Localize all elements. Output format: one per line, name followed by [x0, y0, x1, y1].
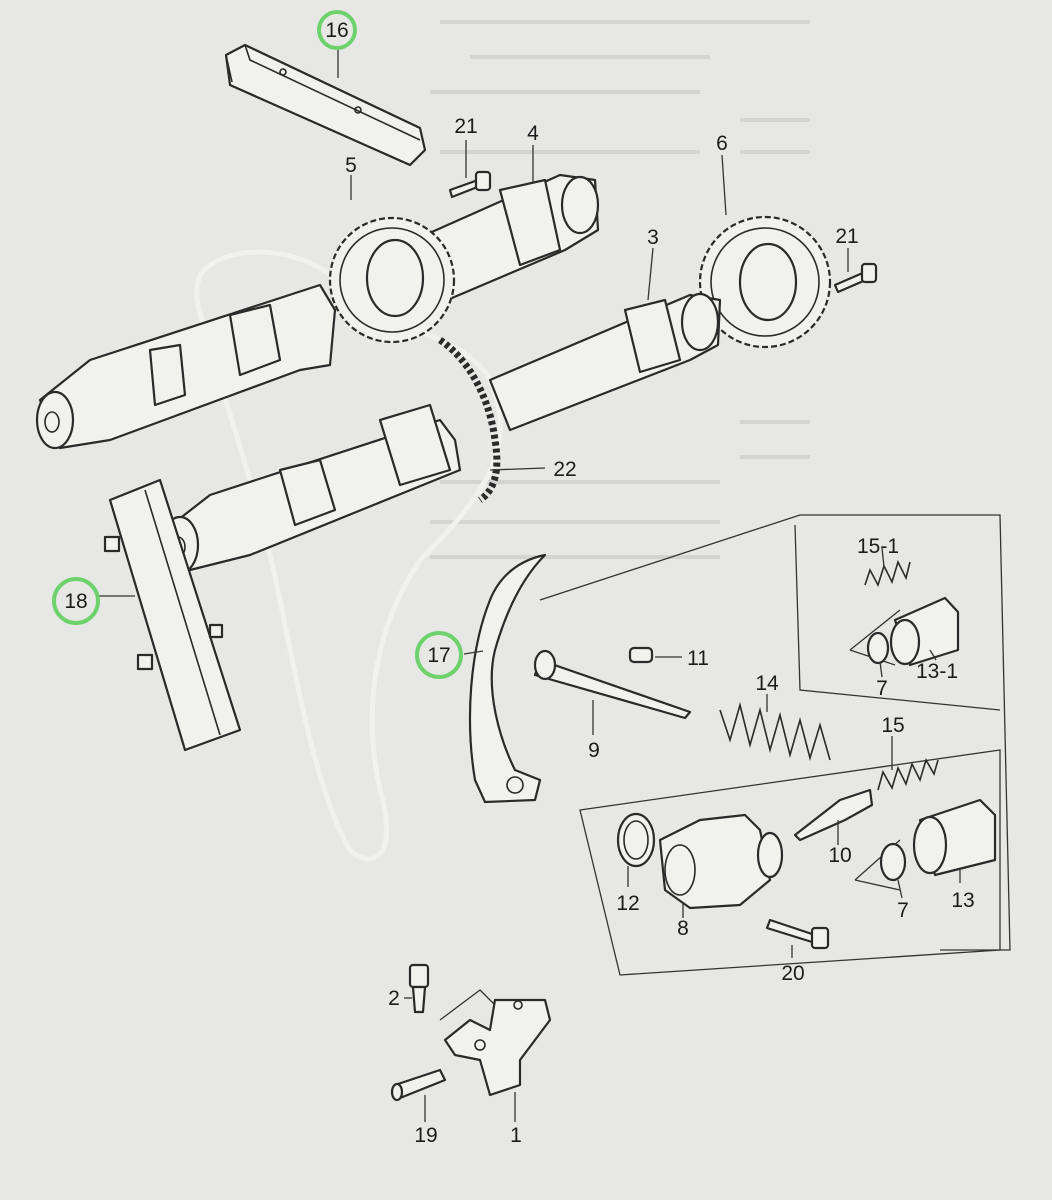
callout-4: 4	[527, 122, 539, 145]
bleed-through-text	[430, 20, 810, 559]
callout-17: 17	[427, 644, 450, 667]
washer-7-upper	[866, 631, 890, 665]
callout-15-1: 15-1	[857, 535, 899, 558]
gasket-12	[616, 812, 656, 868]
bracket-1	[443, 998, 552, 1097]
tensioner-arm	[468, 553, 547, 804]
highlight-circle-16	[317, 10, 357, 50]
callout-1: 1	[510, 1124, 522, 1147]
callout-20: 20	[781, 962, 804, 985]
callout-12: 12	[616, 892, 639, 915]
callout-labels: 16 18 17 21 21 4 5 6 3 22 15-1 11 7 13-1…	[64, 19, 974, 1147]
bolt-20	[765, 918, 830, 950]
callout-18: 18	[64, 590, 87, 613]
sprocket-6	[698, 215, 832, 349]
sleeve-13	[912, 798, 997, 877]
callout-15: 15	[881, 714, 904, 737]
bolts-21	[448, 170, 878, 294]
callout-11: 11	[687, 647, 709, 670]
pin-19	[390, 1068, 447, 1102]
callout-21-right: 21	[835, 225, 858, 248]
callout-22: 22	[553, 458, 576, 481]
callout-9: 9	[588, 739, 600, 762]
washer-7-lower	[879, 842, 907, 882]
highlight-circle-17	[415, 631, 463, 679]
callout-16: 16	[325, 19, 348, 42]
callout-10: 10	[828, 844, 851, 867]
callout-13: 13	[951, 889, 974, 912]
callout-7-lower: 7	[897, 899, 909, 922]
assembly-outline	[439, 514, 1011, 1021]
callout-6: 6	[716, 132, 728, 155]
spring-14	[719, 701, 831, 761]
bolt-2	[408, 963, 430, 1014]
sleeve-13-1	[889, 596, 960, 667]
highlight-circle-18	[52, 577, 100, 625]
spring-15	[877, 757, 939, 791]
callout-19: 19	[414, 1124, 437, 1147]
tensioner-pin	[533, 649, 692, 720]
leader-lines	[98, 50, 961, 1122]
sprocket-5	[328, 216, 456, 344]
callout-8: 8	[677, 917, 689, 940]
plunger-10	[793, 788, 874, 842]
callout-14: 14	[755, 672, 779, 695]
highlight-marks	[52, 10, 463, 679]
tensioner-body	[658, 813, 784, 910]
callout-2: 2	[388, 987, 400, 1010]
side-chain-guide	[103, 478, 242, 752]
callout-13-1: 13-1	[916, 660, 958, 683]
callout-3: 3	[647, 226, 659, 249]
spring-15-1	[864, 559, 911, 588]
callout-21-upper: 21	[454, 115, 477, 138]
upper-camshaft	[35, 173, 600, 450]
top-chain-guide	[224, 43, 427, 167]
callout-5: 5	[345, 154, 357, 177]
plug-11	[628, 646, 654, 664]
callout-7-upper: 7	[876, 677, 888, 700]
lower-camshaft	[160, 292, 722, 575]
